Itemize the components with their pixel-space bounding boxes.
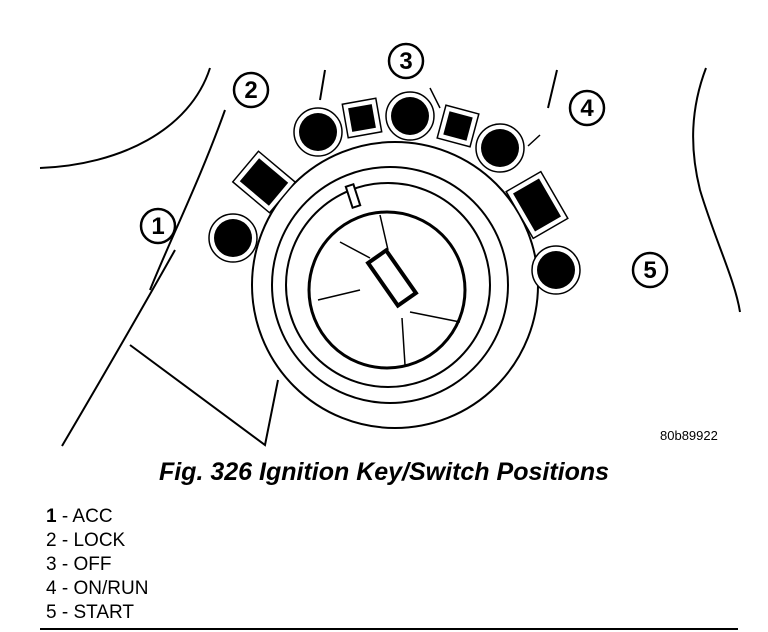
lamp-lock	[293, 107, 343, 157]
legend-label: OFF	[73, 554, 112, 575]
legend-number: 4	[46, 578, 57, 599]
legend-label: START	[73, 602, 134, 623]
bottom-rule	[40, 628, 738, 630]
callout-5: 5	[631, 251, 669, 289]
legend-item: 5 - START	[46, 601, 148, 625]
callout-1: 1	[139, 207, 177, 245]
middle-ring	[271, 166, 509, 404]
dashboard-contours	[39, 67, 741, 447]
position-indicator	[344, 183, 362, 209]
figure-caption: Fig. 326 Ignition Key/Switch Positions	[158, 458, 610, 486]
ignition-switch-diagram: 1 2 3 4 5	[39, 42, 741, 447]
leader-lines	[429, 87, 541, 147]
cylinder-details	[317, 183, 461, 366]
legend-label: ON/RUN	[73, 578, 149, 599]
switch-housing	[251, 141, 539, 429]
callout-2: 2	[232, 71, 270, 109]
legend-item: 4 - ON/RUN	[46, 577, 148, 601]
callout-2-label: 2	[244, 77, 257, 104]
legend-separator: -	[56, 554, 74, 575]
figure-code: 80b89922	[660, 428, 718, 443]
legend-separator: -	[56, 602, 74, 623]
detent-blocks	[231, 97, 569, 240]
legend: 1 - ACC 2 - LOCK 3 - OFF 4 - ON/RUN 5 - …	[46, 505, 148, 625]
lock-cylinder	[307, 210, 467, 370]
key-slot	[365, 247, 419, 309]
legend-number: 3	[46, 554, 57, 575]
legend-separator: -	[56, 506, 73, 527]
callout-4: 4	[568, 89, 606, 127]
legend-number: 2	[46, 530, 57, 551]
callout-4-label: 4	[580, 95, 594, 122]
callout-5-label: 5	[643, 257, 656, 284]
legend-item: 3 - OFF	[46, 553, 148, 577]
legend-item: 1 - ACC	[46, 505, 148, 529]
legend-label: LOCK	[73, 530, 126, 551]
lamp-start	[531, 245, 581, 295]
legend-number: 5	[46, 602, 57, 623]
legend-separator: -	[56, 578, 74, 599]
legend-number: 1	[46, 506, 57, 527]
callout-3-label: 3	[399, 48, 412, 75]
legend-item: 2 - LOCK	[46, 529, 148, 553]
lamp-acc	[208, 213, 258, 263]
callout-1-label: 1	[151, 213, 164, 240]
position-lamps	[208, 91, 581, 295]
legend-separator: -	[56, 530, 74, 551]
legend-label: ACC	[72, 506, 113, 527]
callout-3: 3	[387, 42, 425, 80]
inner-ring	[285, 182, 491, 388]
lamp-off	[385, 91, 435, 141]
lamp-on-run	[475, 123, 525, 173]
